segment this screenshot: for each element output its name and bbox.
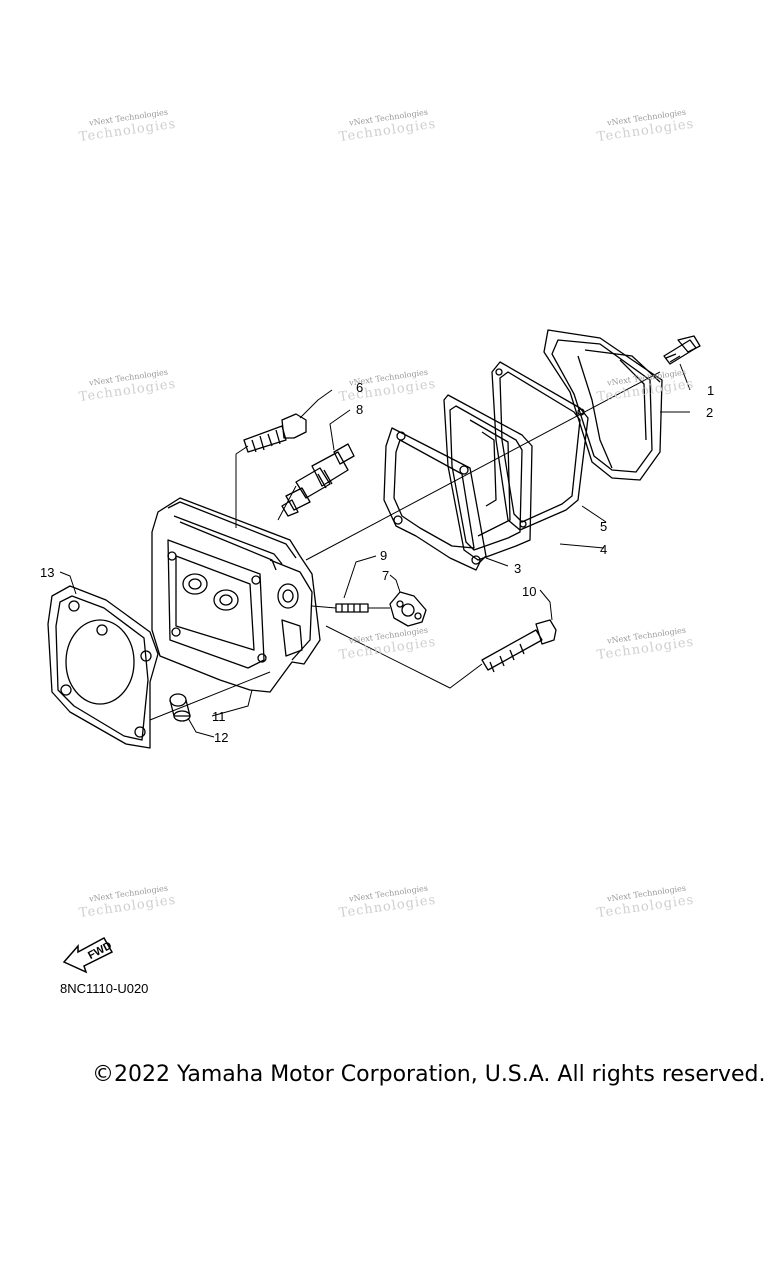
exhaust-gasket-part (389, 591, 427, 627)
callout-5: 5 (600, 519, 608, 534)
diagram-code: 8NC1110-U020 (60, 981, 149, 996)
spark-plug-part (281, 443, 355, 517)
dowel-pin-part (169, 693, 191, 722)
callout-13: 13 (40, 565, 55, 580)
breather-plate-part (443, 394, 533, 561)
cover-gasket-part (383, 427, 487, 571)
bolt-part-6 (243, 413, 307, 453)
callout-3: 3 (514, 561, 522, 576)
callout-10: 10 (522, 584, 537, 599)
callout-1: 1 (707, 383, 715, 398)
callout-12: 12 (214, 730, 229, 745)
head-cover-part (543, 329, 663, 481)
callout-6: 6 (356, 380, 364, 395)
cylinder-gasket-part (47, 585, 159, 749)
callout-4: 4 (600, 542, 608, 557)
bolt-part-1 (663, 335, 701, 365)
callout-11: 11 (212, 709, 226, 724)
cylinder-head-part (151, 497, 321, 693)
stud-bolt-part (335, 603, 369, 613)
leader-lines (59, 363, 691, 738)
bolt-part-10 (481, 619, 557, 673)
head-cover-gasket (491, 361, 589, 531)
callout-2: 2 (706, 405, 714, 420)
callout-8: 8 (356, 402, 364, 417)
fwd-arrow-icon: FWD (62, 936, 114, 974)
callout-9: 9 (380, 548, 388, 563)
callout-7: 7 (382, 568, 390, 583)
copyright-notice: ©2022 Yamaha Motor Corporation, U.S.A. A… (92, 1062, 766, 1087)
